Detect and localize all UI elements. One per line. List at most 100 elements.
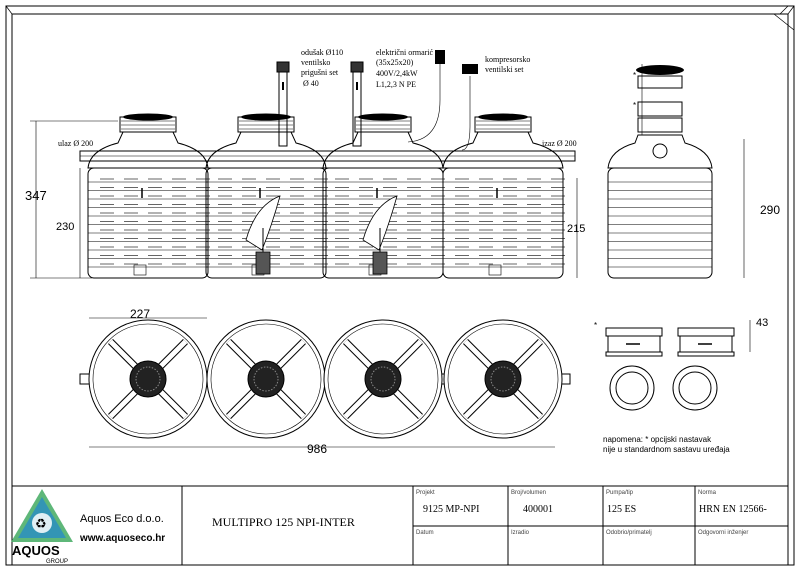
tank-rib-arm-fill — [276, 389, 306, 419]
tank-dome — [205, 131, 327, 169]
tank-rib-arm-fill — [393, 389, 423, 419]
side-extension-1 — [637, 75, 683, 89]
tank-body — [205, 167, 327, 279]
vent-pipe-2 — [350, 61, 364, 147]
tank-inner-outline — [447, 323, 559, 435]
title-block — [11, 486, 789, 565]
tank-foot — [488, 264, 502, 276]
tank-elevation-2 — [205, 113, 328, 279]
extension-ring-outer-1 — [609, 365, 655, 411]
cell-label-izradio: Izradio — [511, 530, 530, 536]
tank-rib-arm-fill — [226, 339, 256, 369]
tank-rib-arm-fill — [343, 339, 373, 369]
cell-label-pumpa: Pumpa/tip — [606, 490, 634, 496]
note-line-1: napomena: * opcijski nastavak — [603, 435, 712, 444]
cell-label-projekt: Projekt — [416, 490, 435, 496]
odusak-line-2: ventilsko — [301, 58, 330, 67]
tank-plan-2 — [206, 319, 326, 439]
pump-body — [255, 251, 271, 275]
inlet-label: ulaz Ø 200 — [58, 139, 93, 148]
tank-plan-4 — [443, 319, 563, 439]
vent-cap — [276, 61, 290, 73]
aquos-logo: ♻ AQUOS GROUP — [11, 489, 73, 565]
cell-label-datum: Datum — [416, 530, 434, 536]
ormaric-line-4: L1,2,3 N PE — [376, 80, 416, 89]
title-block-labels: Projekt Broj/volumen Pumpa/tip Norma 912… — [416, 490, 767, 536]
cell-value-pumpa: 125 ES — [607, 504, 636, 515]
manhole-grid — [490, 366, 516, 392]
optional-marker-2: * — [633, 101, 636, 110]
side-body — [607, 167, 713, 279]
company-name: Aquos Eco d.o.o. — [80, 513, 164, 525]
water-flow-shape — [245, 195, 281, 251]
tank-foot — [133, 264, 147, 276]
cable-2 — [461, 76, 471, 151]
annotation-odusak: odušak Ø110 ventilsko prigušni set Ø 40 — [301, 48, 343, 88]
detail-top — [605, 327, 663, 337]
ormaric-line-1: električni ormarić — [376, 48, 434, 57]
kompresor-line-1: kompresorsko — [485, 55, 530, 64]
extension-detail-2 — [677, 327, 735, 357]
tank-rib-arm-fill — [513, 339, 543, 369]
odusak-line-1: odušak Ø110 — [301, 48, 343, 57]
cell-label-inzenjer: Odgovorni inženjer — [698, 530, 748, 536]
annotation-ormaric: električni ormarić (35x25x20) 400V/2,4kW… — [376, 48, 434, 89]
optional-marker-1: * — [633, 71, 636, 80]
tank-elevation-4 — [442, 113, 565, 279]
extension-detail-1 — [605, 327, 663, 357]
side-dome — [607, 134, 713, 169]
dim-total-length: 986 — [307, 442, 327, 456]
cable-1 — [407, 62, 441, 143]
tank-plan-3 — [323, 319, 443, 439]
pump-body — [372, 251, 388, 275]
tank-rib-arm-fill — [513, 389, 543, 419]
tank-rib-arm-fill — [108, 339, 138, 369]
electric-box — [435, 50, 445, 64]
side-extension-3 — [637, 117, 683, 133]
tank-rib-arm-fill — [276, 339, 306, 369]
annotation-kompresor: kompresorsko ventilski set — [485, 55, 530, 74]
cell-label-norma: Norma — [698, 490, 717, 496]
tank-rib-arm-fill — [158, 389, 188, 419]
manhole-grid — [253, 366, 279, 392]
sheet-corner-marks — [5, 5, 795, 31]
submersible-pump-2 — [362, 195, 398, 275]
tank-rib-arm-fill — [158, 339, 188, 369]
submersible-pump-1 — [245, 195, 281, 275]
tank-lid — [358, 113, 408, 121]
dim-outlet-height: 215 — [567, 223, 585, 235]
tank-lid — [478, 113, 528, 121]
vent-cap — [350, 61, 364, 73]
drawing-title: MULTIPRO 125 NPI-INTER — [212, 515, 355, 529]
tank-rib-arm-fill — [463, 389, 493, 419]
dim-tank-height: 230 — [56, 221, 74, 233]
outlet-label: izaz Ø 200 — [542, 139, 577, 148]
outer-frame — [5, 5, 795, 566]
tank-dome — [87, 131, 209, 169]
logo-subtext: GROUP — [46, 559, 68, 565]
side-extension-2 — [637, 101, 683, 117]
tank-elevation-1 — [87, 113, 210, 279]
manhole-grid — [370, 366, 396, 392]
side-elevation-view — [607, 64, 745, 279]
ormaric-line-2: (35x25x20) — [376, 58, 414, 67]
manhole-cover — [129, 360, 167, 398]
cell-value-broj: 400001 — [523, 504, 553, 515]
tank-lid — [123, 113, 173, 121]
tank-lid — [241, 113, 291, 121]
tank-inner-outline — [327, 323, 439, 435]
odusak-line-4: Ø 40 — [303, 79, 319, 88]
company-website: www.aquoseco.hr — [79, 533, 165, 544]
ormaric-line-3: 400V/2,4kW — [376, 69, 418, 78]
detail-top — [677, 327, 735, 337]
tank-inner-outline — [92, 323, 204, 435]
inner-frame — [11, 13, 789, 487]
manhole-grid — [135, 366, 161, 392]
tank-dome — [322, 131, 444, 169]
plan-view — [79, 317, 571, 448]
extension-ring-inner-1 — [615, 371, 649, 405]
tank-rib-arm-fill — [108, 389, 138, 419]
extension-ring-outer-2 — [672, 365, 718, 411]
detail-bottom — [677, 351, 735, 357]
vent-pipe-body — [278, 67, 288, 147]
